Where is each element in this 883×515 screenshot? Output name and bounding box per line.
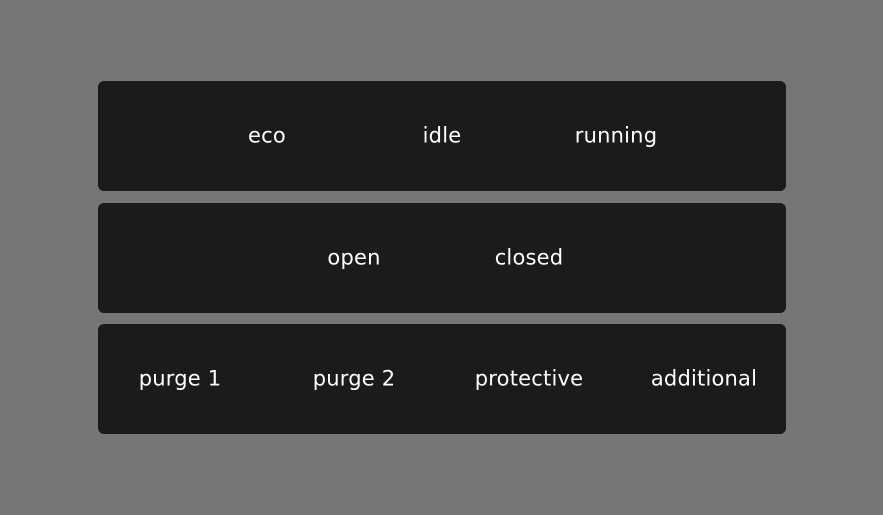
mode-option-idle[interactable]: idle <box>422 123 462 148</box>
function-option-additional[interactable]: additional <box>650 366 758 391</box>
mode-option-running[interactable]: running <box>574 123 658 148</box>
function-option-purge-2[interactable]: purge 2 <box>312 366 396 391</box>
mode-option-eco[interactable]: eco <box>248 123 286 148</box>
valve-selector-panel: open closed <box>98 203 786 313</box>
mode-selector-panel: eco idle running <box>98 81 786 191</box>
function-selector-panel: purge 1 purge 2 protective additional <box>98 324 786 434</box>
valve-option-open[interactable]: open <box>327 245 381 270</box>
valve-option-closed[interactable]: closed <box>494 245 564 270</box>
function-option-protective[interactable]: protective <box>474 366 584 391</box>
function-option-purge-1[interactable]: purge 1 <box>138 366 222 391</box>
